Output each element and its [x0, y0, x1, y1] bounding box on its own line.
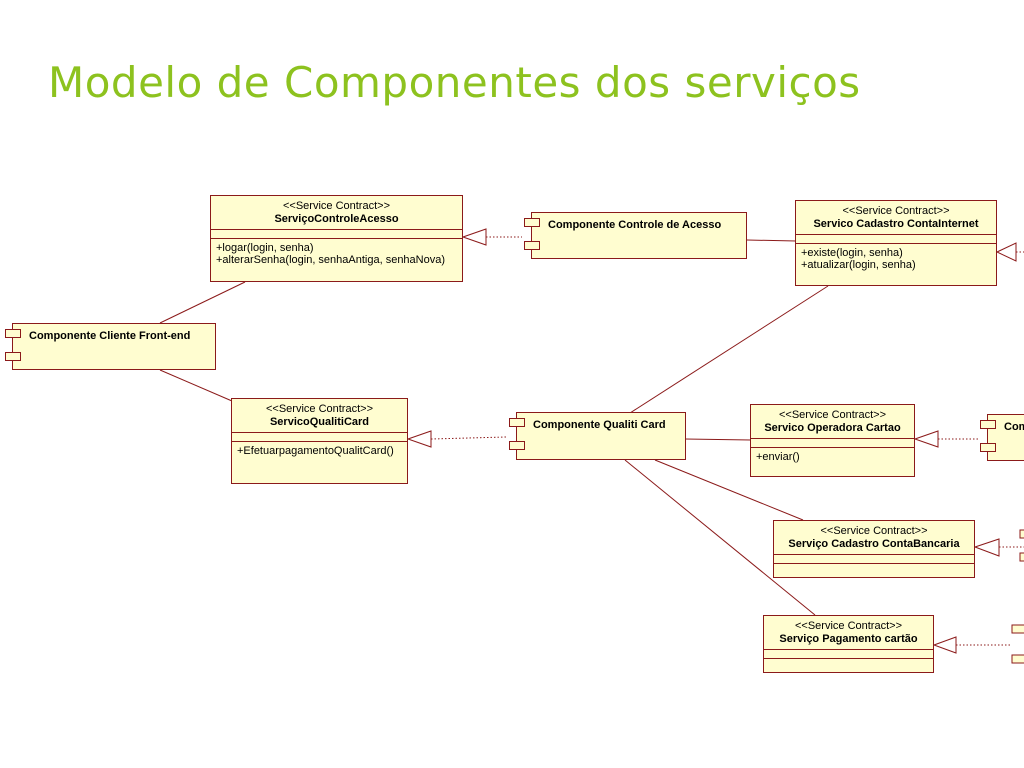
- component-qualiti-card[interactable]: Componente Qualiti Card: [509, 412, 686, 460]
- assoc-qualiticard-containternet: [629, 285, 829, 414]
- partial-component-tab: [1019, 529, 1024, 539]
- realize-arrowhead: [913, 430, 939, 448]
- contract-servico-cadastro-conta-internet[interactable]: <<Service Contract>> Servico Cadastro Co…: [795, 200, 997, 286]
- attributes-compartment: [211, 230, 462, 239]
- assoc-qualiticard-pagamento: [624, 459, 816, 616]
- assoc-qualiticard-operadora: [684, 438, 752, 441]
- operations-compartment: +existe(login, senha) +atualizar(login, …: [796, 244, 996, 274]
- component-tab: [5, 352, 21, 361]
- contract-name: Serviço Cadastro ContaBancaria: [788, 538, 960, 550]
- operations-compartment: +logar(login, senha) +alterarSenha(login…: [211, 239, 462, 269]
- operations-compartment: [764, 659, 933, 665]
- contract-servico-qualiti-card[interactable]: <<Service Contract>> ServicoQualitiCard …: [231, 398, 408, 484]
- component-name: Com: [1004, 421, 1024, 433]
- operations-compartment: +enviar(): [751, 448, 914, 466]
- attributes-compartment: [764, 650, 933, 659]
- contract-name: ServiçoControleAcesso: [274, 213, 399, 225]
- assoc-controleacesso-containternet: [746, 239, 797, 242]
- attributes-compartment: [751, 439, 914, 448]
- attributes-compartment: [774, 555, 974, 564]
- component-tab: [980, 420, 996, 429]
- contract-name: Serviço Pagamento cartão: [779, 633, 918, 645]
- component-tab: [980, 443, 996, 452]
- operations-compartment: +EfetuarpagamentoQualitCard(): [232, 442, 407, 460]
- assoc-frontend-controleacesso: [159, 281, 246, 324]
- operation: +existe(login, senha): [801, 247, 903, 259]
- component-tab: [509, 418, 525, 427]
- realize-arrowhead: [973, 538, 1000, 557]
- realize-qualiticard: [430, 436, 507, 440]
- operation: +alterarSenha(login, senhaAntiga, senhaN…: [216, 254, 446, 266]
- component-tab: [524, 218, 540, 227]
- attributes-compartment: [232, 433, 407, 442]
- component-controle-de-acesso[interactable]: Componente Controle de Acesso: [524, 212, 747, 259]
- contract-name: Servico Operadora Cartao: [764, 422, 901, 434]
- contract-servico-operadora-cartao[interactable]: <<Service Contract>> Servico Operadora C…: [750, 404, 915, 477]
- contract-servico-cadastro-conta-bancaria[interactable]: <<Service Contract>> Serviço Cadastro Co…: [773, 520, 975, 578]
- operation: +enviar(): [756, 451, 800, 463]
- partial-component-tab: [1011, 624, 1024, 634]
- partial-component-tab: [1019, 552, 1024, 562]
- realize-arrowhead: [461, 228, 487, 246]
- operation: +logar(login, senha): [216, 242, 314, 254]
- contract-servico-controle-acesso[interactable]: <<Service Contract>> ServiçoControleAces…: [210, 195, 463, 282]
- component-tab: [524, 241, 540, 250]
- component-tab: [509, 441, 525, 450]
- realize-arrowhead: [406, 430, 432, 448]
- stereotype-label: <<Service Contract>>: [842, 205, 950, 217]
- contract-name: ServicoQualitiCard: [269, 416, 370, 428]
- component-name: Componente Cliente Front-end: [29, 330, 191, 342]
- component-partial-right[interactable]: Com: [980, 414, 1024, 461]
- operation: +atualizar(login, senha): [801, 259, 916, 271]
- component-name: Componente Qualiti Card: [533, 419, 666, 431]
- operation: +EfetuarpagamentoQualitCard(): [237, 445, 394, 457]
- contract-name: Servico Cadastro ContaInternet: [813, 218, 979, 230]
- component-name: Componente Controle de Acesso: [548, 219, 722, 231]
- realize-arrowhead: [995, 242, 1017, 262]
- realize-arrowhead: [932, 636, 957, 654]
- stereotype-label: <<Service Contract>>: [820, 525, 928, 537]
- stereotype-label: <<Service Contract>>: [282, 200, 390, 212]
- stereotype-label: <<Service Contract>>: [778, 409, 886, 421]
- component-cliente-front-end[interactable]: Componente Cliente Front-end: [5, 323, 216, 370]
- stereotype-label: <<Service Contract>>: [265, 403, 373, 415]
- partial-component-tab: [1011, 654, 1024, 664]
- component-tab: [5, 329, 21, 338]
- stereotype-label: <<Service Contract>>: [794, 620, 902, 632]
- assoc-qualiticard-contabancaria: [654, 459, 804, 521]
- assoc-frontend-qualiticard: [159, 369, 233, 402]
- slide-title: Modelo de Componentes dos serviços: [48, 58, 861, 107]
- contract-servico-pagamento-cartao[interactable]: <<Service Contract>> Serviço Pagamento c…: [763, 615, 934, 673]
- operations-compartment: [774, 564, 974, 570]
- attributes-compartment: [796, 235, 996, 244]
